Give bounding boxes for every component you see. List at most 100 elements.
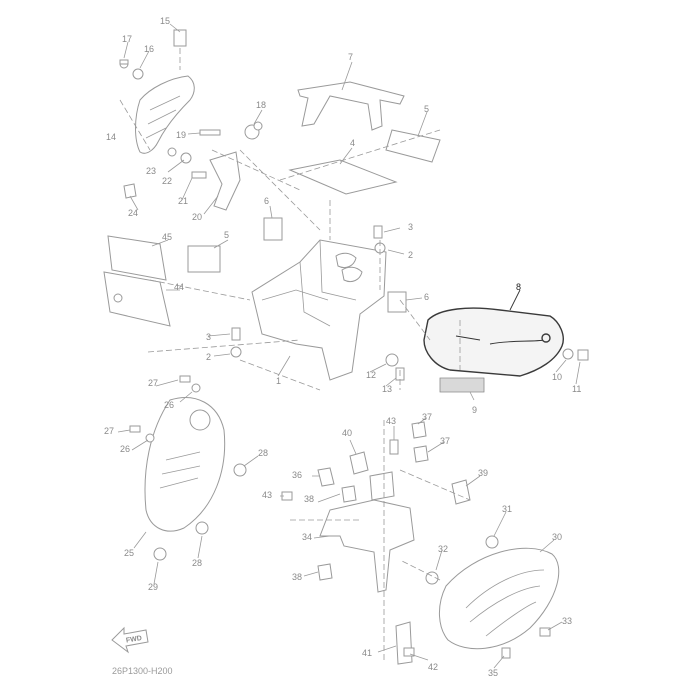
part-19-bolt[interactable] bbox=[199, 129, 221, 136]
part-8-cover[interactable] bbox=[423, 307, 564, 377]
part-44-reflector[interactable] bbox=[103, 271, 171, 327]
part-33-bolt[interactable] bbox=[539, 627, 551, 637]
part-38-clip-a[interactable] bbox=[341, 485, 357, 503]
callout-45: 45 bbox=[162, 232, 172, 242]
part-24-clip[interactable] bbox=[123, 183, 137, 199]
part-38-clip-b[interactable] bbox=[317, 563, 333, 581]
part-37-clip-b[interactable] bbox=[413, 445, 429, 463]
part-16-nut[interactable] bbox=[132, 68, 144, 80]
callout-30: 30 bbox=[552, 532, 562, 542]
callout-11: 11 bbox=[572, 384, 581, 394]
callout-15: 15 bbox=[160, 16, 170, 26]
callout-26: 26 bbox=[164, 400, 174, 410]
callout-17: 17 bbox=[122, 34, 132, 44]
part-14-bracket[interactable] bbox=[135, 75, 195, 154]
part-42-bolt[interactable] bbox=[403, 647, 415, 657]
part-45-reflector[interactable] bbox=[107, 235, 167, 281]
callout-28: 28 bbox=[258, 448, 268, 458]
callout-5: 5 bbox=[224, 230, 229, 240]
part-10-grommet[interactable] bbox=[562, 348, 574, 360]
part-15-label[interactable] bbox=[173, 29, 187, 47]
part-3-bolt-b[interactable] bbox=[231, 327, 241, 341]
callout-2: 2 bbox=[206, 352, 211, 362]
part-3-bolt-a[interactable] bbox=[373, 225, 383, 239]
part-9-block[interactable] bbox=[439, 377, 485, 393]
part-40-clip[interactable] bbox=[349, 451, 369, 475]
callout-41: 41 bbox=[362, 648, 372, 658]
part-27-bolt-a[interactable] bbox=[179, 375, 191, 383]
callout-23: 23 bbox=[146, 166, 156, 176]
part-1-housing[interactable] bbox=[251, 239, 387, 381]
callout-19: 19 bbox=[176, 130, 186, 140]
callout-leaders bbox=[123, 23, 428, 377]
callout-42: 42 bbox=[428, 662, 438, 672]
callout-20: 20 bbox=[192, 212, 202, 222]
callout-43: 43 bbox=[386, 416, 396, 426]
callout-34: 34 bbox=[302, 532, 312, 542]
callout-8: 8 bbox=[516, 282, 521, 292]
callout-3: 3 bbox=[408, 222, 413, 232]
part-2-washer-b[interactable] bbox=[230, 346, 242, 358]
part-34-bracket[interactable] bbox=[319, 471, 415, 593]
part-30-headlight-unit[interactable] bbox=[439, 547, 560, 650]
part-4-pad[interactable] bbox=[288, 159, 398, 195]
part-7-stay[interactable] bbox=[297, 81, 405, 131]
part-28-grommet-b[interactable] bbox=[195, 521, 209, 535]
callout-37: 37 bbox=[440, 436, 450, 446]
part-43-bolt-a[interactable] bbox=[389, 439, 399, 455]
part-26-collar-a[interactable] bbox=[191, 383, 201, 393]
part-12-grommet[interactable] bbox=[385, 353, 399, 367]
part-39-clip[interactable] bbox=[451, 479, 471, 505]
part-18-clamp[interactable] bbox=[244, 121, 263, 140]
callout-21: 21 bbox=[178, 196, 188, 206]
leader-dashes bbox=[119, 48, 471, 660]
callout-39: 39 bbox=[478, 468, 488, 478]
callout-27: 27 bbox=[148, 378, 158, 388]
callout-16: 16 bbox=[144, 44, 154, 54]
callout-9: 9 bbox=[472, 405, 477, 415]
callout-12: 12 bbox=[366, 370, 376, 380]
callout-26: 26 bbox=[120, 444, 130, 454]
part-6-pad-b[interactable] bbox=[387, 291, 407, 313]
part-37-clip-a[interactable] bbox=[411, 421, 427, 439]
part-23-washer[interactable] bbox=[167, 147, 177, 157]
callout-33: 33 bbox=[562, 616, 572, 626]
callout-leaders-lower bbox=[117, 359, 581, 669]
part-5-pad-left[interactable] bbox=[187, 245, 221, 273]
callout-36: 36 bbox=[292, 470, 302, 480]
diagram-code: 26P1300-H200 bbox=[112, 666, 173, 676]
part-27-bolt-b[interactable] bbox=[129, 425, 141, 433]
callout-32: 32 bbox=[438, 544, 448, 554]
part-25-headlight-body[interactable] bbox=[144, 397, 226, 532]
part-5-pad-top[interactable] bbox=[385, 129, 441, 163]
part-35-bolt[interactable] bbox=[501, 647, 511, 659]
callout-22: 22 bbox=[162, 176, 172, 186]
part-41-clamp[interactable] bbox=[395, 621, 413, 665]
callout-2: 2 bbox=[408, 250, 413, 260]
callout-7: 7 bbox=[348, 52, 353, 62]
part-31-grommet[interactable] bbox=[485, 535, 499, 549]
part-20-stay[interactable] bbox=[209, 151, 241, 211]
part-32-grommet[interactable] bbox=[425, 571, 439, 585]
part-29-socket[interactable] bbox=[153, 547, 167, 561]
callout-labels: 1 2 2 3 3 4 5 5 6 6 7 8 9 10 11 12 13 14… bbox=[104, 16, 581, 678]
part-11-bolt[interactable] bbox=[577, 349, 589, 361]
callout-18: 18 bbox=[256, 100, 266, 110]
part-36-clip[interactable] bbox=[317, 467, 335, 487]
callout-29: 29 bbox=[148, 582, 158, 592]
callout-38: 38 bbox=[292, 572, 302, 582]
part-6-pad-a[interactable] bbox=[263, 217, 283, 241]
part-21-bolt[interactable] bbox=[191, 171, 207, 179]
callout-8-leader bbox=[509, 289, 521, 311]
part-17-bolt[interactable] bbox=[119, 59, 129, 69]
callout-25: 25 bbox=[124, 548, 134, 558]
callout-37: 37 bbox=[422, 412, 432, 422]
callout-13: 13 bbox=[382, 384, 392, 394]
callout-5: 5 bbox=[424, 104, 429, 114]
callout-24: 24 bbox=[128, 208, 138, 218]
part-28-grommet-a[interactable] bbox=[233, 463, 247, 477]
callout-1: 1 bbox=[276, 376, 281, 386]
callout-31: 31 bbox=[502, 504, 512, 514]
